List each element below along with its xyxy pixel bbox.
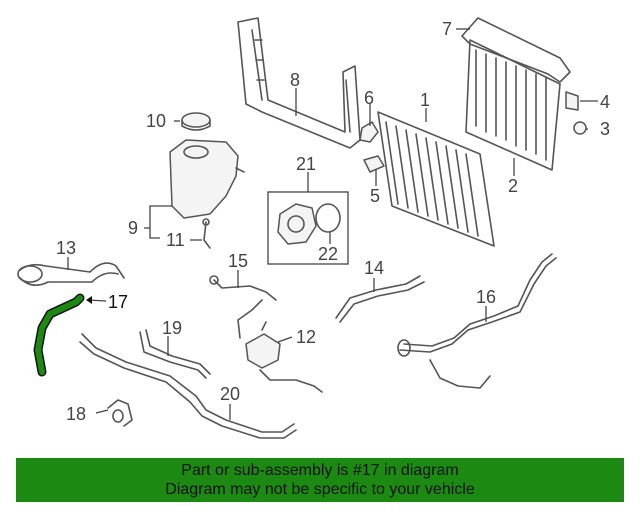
parts-diagram: 7 8 6 1 4 10 3 21 2 5 9 11 13 22 15 14 1… <box>17 17 610 439</box>
part-3-bushing[interactable] <box>573 121 587 135</box>
callout-20: 20 <box>220 384 240 404</box>
banner-line-1: Part or sub-assembly is #17 in diagram <box>181 462 459 479</box>
callout-18: 18 <box>66 404 86 424</box>
part-15-pipe[interactable] <box>209 275 277 339</box>
callout-22: 22 <box>318 244 338 264</box>
callout-8: 8 <box>290 70 300 90</box>
part-7-upper-bracket[interactable] <box>461 17 571 83</box>
callout-16: 16 <box>476 287 496 307</box>
part-2-radiator[interactable] <box>465 39 561 171</box>
callout-2: 2 <box>508 176 518 196</box>
part-22-o-ring[interactable] <box>315 203 341 233</box>
callout-11: 11 <box>166 230 185 250</box>
part-16-pipe-assembly[interactable] <box>397 253 557 389</box>
part-11-level-sensor[interactable] <box>202 218 211 249</box>
callout-9: 9 <box>128 218 138 238</box>
callout-12: 12 <box>296 327 316 347</box>
callout-21: 21 <box>296 154 316 174</box>
callout-leaders <box>67 28 598 420</box>
callout-4: 4 <box>600 92 610 112</box>
part-5-mount[interactable] <box>363 155 385 173</box>
callout-3: 3 <box>600 119 610 139</box>
part-21-thermostat-assembly[interactable] <box>267 191 349 265</box>
callout-10: 10 <box>146 111 166 131</box>
part-17-hose-highlighted[interactable] <box>33 293 85 377</box>
callout-15: 15 <box>228 251 248 271</box>
part-6-clip[interactable] <box>359 121 379 143</box>
part-4-mount[interactable] <box>565 91 579 111</box>
part-10-reservoir-cap[interactable] <box>181 112 211 131</box>
callout-5: 5 <box>370 186 380 206</box>
part-12-hose-coupling[interactable] <box>245 321 323 393</box>
callout-7: 7 <box>442 19 452 39</box>
part-14-hose[interactable] <box>335 275 425 323</box>
part-20-pipe[interactable] <box>79 333 297 439</box>
callout-6: 6 <box>364 88 374 108</box>
part-9-expansion-tank[interactable] <box>169 139 245 219</box>
banner-line-2: Diagram may not be specific to your vehi… <box>165 481 475 498</box>
part-8-radiator-support[interactable] <box>237 17 361 149</box>
callout-13: 13 <box>56 238 76 258</box>
callout-17: 17 <box>108 292 128 312</box>
part-13-hose[interactable] <box>17 262 125 286</box>
callout-19: 19 <box>162 318 182 338</box>
part-1-radiator-core[interactable] <box>377 111 495 247</box>
info-banner: Part or sub-assembly is #17 in diagram D… <box>16 458 624 502</box>
callout-14: 14 <box>364 258 384 278</box>
part-18-elbow[interactable] <box>107 399 133 427</box>
part-19-hose[interactable] <box>139 329 211 379</box>
callout-1: 1 <box>420 90 430 110</box>
